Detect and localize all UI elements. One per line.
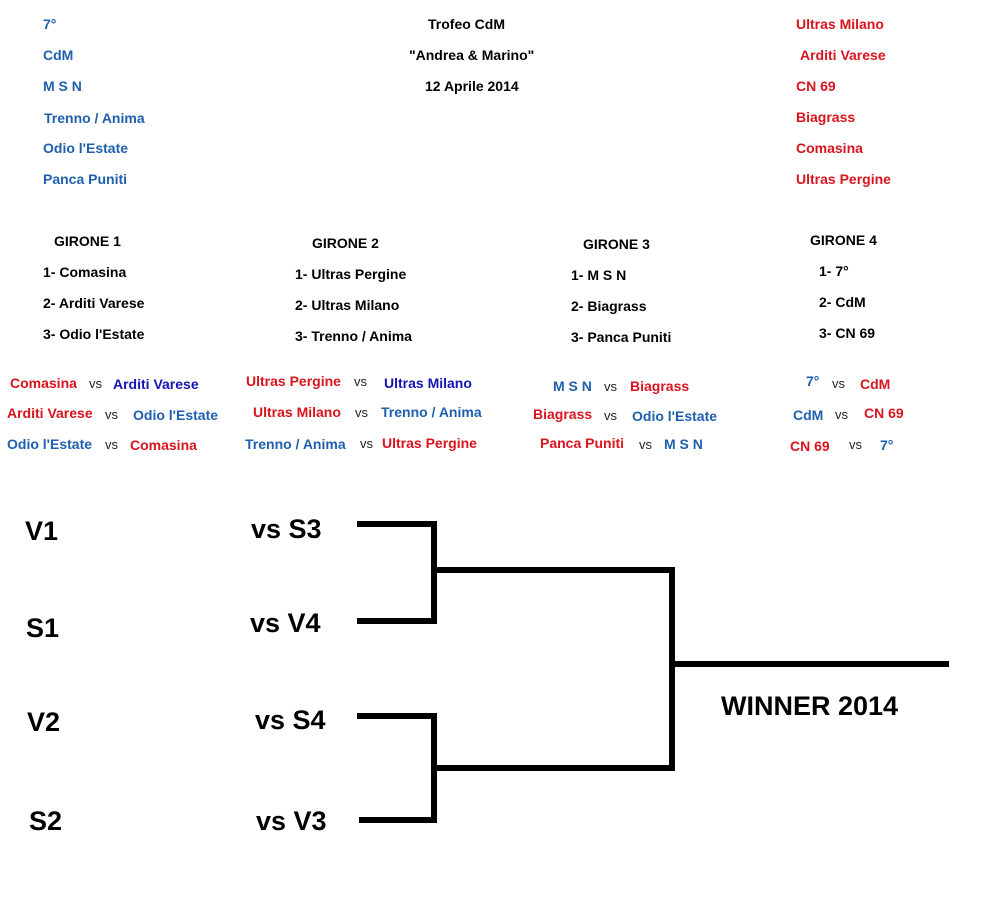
group-4-title: GIRONE 4 <box>810 232 877 248</box>
bracket-seed-s2: S2 <box>29 806 63 836</box>
group-1-rank-2: 2- Arditi Varese <box>43 295 145 311</box>
group-4-rank-2: 2- CdM <box>819 294 866 310</box>
match-g4-3-home: CN 69 <box>790 438 830 454</box>
team-left-4: Trenno / Anima <box>44 110 145 126</box>
match-vs: vs <box>604 379 617 394</box>
match-g3-1-home: M S N <box>553 378 592 394</box>
team-right-1: Ultras Milano <box>796 16 884 32</box>
group-1-rank-3: 3- Odio l'Estate <box>43 326 145 342</box>
tournament-subtitle: "Andrea & Marino" <box>409 47 535 63</box>
bracket-seed-v1: V1 <box>25 516 59 546</box>
team-right-5: Comasina <box>796 140 863 156</box>
match-g1-1-away: Arditi Varese <box>113 376 199 392</box>
match-g3-3-away: M S N <box>664 436 703 452</box>
group-1-title: GIRONE 1 <box>54 233 121 249</box>
group-4-rank-1: 1- 7° <box>819 263 849 279</box>
match-vs: vs <box>360 436 373 451</box>
match-g1-3-home: Odio l'Estate <box>7 436 93 452</box>
match-vs: vs <box>354 374 367 389</box>
group-2-title: GIRONE 2 <box>312 235 379 251</box>
match-g2-1-away: Ultras Milano <box>384 375 472 391</box>
team-right-4: Biagrass <box>796 109 856 125</box>
team-left-6: Panca Puniti <box>43 171 128 187</box>
match-vs: vs <box>355 405 368 420</box>
match-g3-2-home: Biagrass <box>533 406 593 422</box>
match-g1-2-away: Odio l'Estate <box>133 407 219 423</box>
match-g3-1-away: Biagrass <box>630 378 690 394</box>
match-g4-1-home: 7° <box>806 373 820 389</box>
match-vs: vs <box>105 407 118 422</box>
match-g2-2-away: Trenno / Anima <box>381 404 482 420</box>
group-3-rank-2: 2- Biagrass <box>571 298 647 314</box>
bracket-opponent-v4: vs V4 <box>250 608 321 638</box>
match-vs: vs <box>105 437 118 452</box>
bracket-seed-s1: S1 <box>26 613 60 643</box>
group-2-rank-1: 1- Ultras Pergine <box>295 266 407 282</box>
team-left-1: 7° <box>43 16 57 32</box>
match-g4-2-home: CdM <box>793 407 824 423</box>
group-2-rank-3: 3- Trenno / Anima <box>295 328 412 344</box>
group-2-rank-2: 2- Ultras Milano <box>295 297 400 313</box>
match-vs: vs <box>835 407 848 422</box>
match-vs: vs <box>639 437 652 452</box>
match-g3-3-home: Panca Puniti <box>540 435 625 451</box>
match-g4-1-away: CdM <box>860 376 891 392</box>
bracket-line-match-2 <box>357 713 437 823</box>
match-vs: vs <box>849 437 862 452</box>
bracket-opponent-v3: vs V3 <box>256 806 327 836</box>
match-g2-3-away: Ultras Pergine <box>382 435 477 451</box>
team-left-2: CdM <box>43 47 74 63</box>
group-3-title: GIRONE 3 <box>583 236 650 252</box>
match-g2-3-home: Trenno / Anima <box>245 436 346 452</box>
bracket-opponent-s3: vs S3 <box>251 514 322 544</box>
match-g3-2-away: Odio l'Estate <box>632 408 718 424</box>
match-g1-3-away: Comasina <box>130 437 197 453</box>
team-right-3: CN 69 <box>796 78 836 94</box>
bracket-line-match-1 <box>357 521 437 624</box>
match-g4-2-away: CN 69 <box>864 405 904 421</box>
group-4-rank-3: 3- CN 69 <box>819 325 876 341</box>
bracket-opponent-s4: vs S4 <box>255 705 326 735</box>
group-3-rank-3: 3- Panca Puniti <box>571 329 672 345</box>
tournament-title: Trofeo CdM <box>428 16 505 32</box>
match-g2-2-home: Ultras Milano <box>253 404 341 420</box>
team-right-2: Arditi Varese <box>800 47 886 63</box>
match-vs: vs <box>604 408 617 423</box>
match-g2-1-home: Ultras Pergine <box>246 373 341 389</box>
group-3-rank-1: 1- M S N <box>571 267 627 283</box>
team-left-3: M S N <box>43 78 82 94</box>
tournament-date: 12 Aprile 2014 <box>425 78 519 94</box>
match-g4-3-away: 7° <box>880 437 894 453</box>
team-right-6: Ultras Pergine <box>796 171 891 187</box>
match-g1-2-home: Arditi Varese <box>7 405 93 421</box>
group-1-rank-1: 1- Comasina <box>43 264 127 280</box>
match-vs: vs <box>89 376 102 391</box>
bracket-winner-label: WINNER 2014 <box>721 691 899 721</box>
bracket-seed-v2: V2 <box>27 707 61 737</box>
match-g1-1-home: Comasina <box>10 375 77 391</box>
team-left-5: Odio l'Estate <box>43 140 129 156</box>
match-vs: vs <box>832 376 845 391</box>
